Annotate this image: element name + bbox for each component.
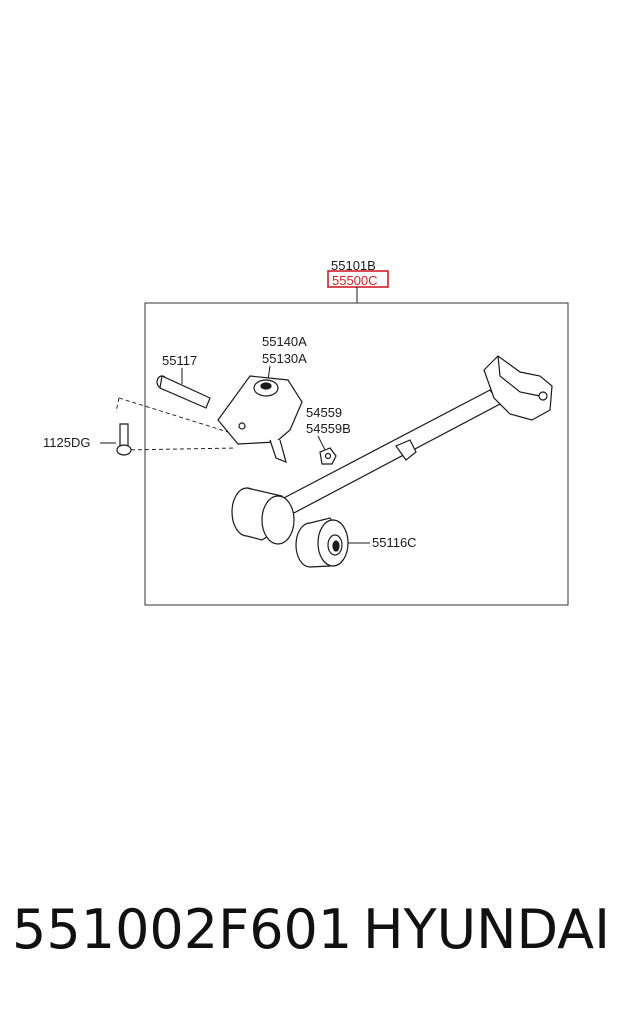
callout-54559b: 54559B bbox=[306, 421, 351, 436]
nut-part bbox=[319, 447, 337, 465]
trailing-arm bbox=[231, 355, 553, 545]
long-bolt bbox=[156, 375, 211, 409]
mounting-bracket bbox=[217, 375, 303, 464]
callout-55140a: 55140A bbox=[262, 334, 307, 349]
exploded-parts-diagram: 55101B 55500C 55140A 55130A 55117 54559 … bbox=[43, 258, 569, 606]
callout-55117: 55117 bbox=[162, 353, 197, 368]
part-number: 551002F601 bbox=[12, 898, 353, 961]
callout-55101b: 55101B bbox=[331, 258, 376, 273]
screw-part bbox=[116, 423, 132, 456]
callout-1125dg: 1125DG bbox=[43, 435, 90, 450]
callout-55130a: 55130A bbox=[262, 351, 307, 366]
callout-55500c[interactable]: 55500C bbox=[332, 273, 378, 288]
alignment-dashes bbox=[115, 397, 237, 451]
callout-55116c: 55116C bbox=[372, 535, 417, 550]
footer: 551002F601 HYUNDAI bbox=[0, 898, 620, 988]
bushing-part bbox=[295, 517, 349, 568]
highlight-box bbox=[327, 270, 389, 288]
nut-leader-line bbox=[317, 435, 326, 451]
callout-54559: 54559 bbox=[306, 405, 342, 420]
brand-name: HYUNDAI bbox=[363, 898, 611, 961]
assembly-frame bbox=[144, 302, 569, 606]
